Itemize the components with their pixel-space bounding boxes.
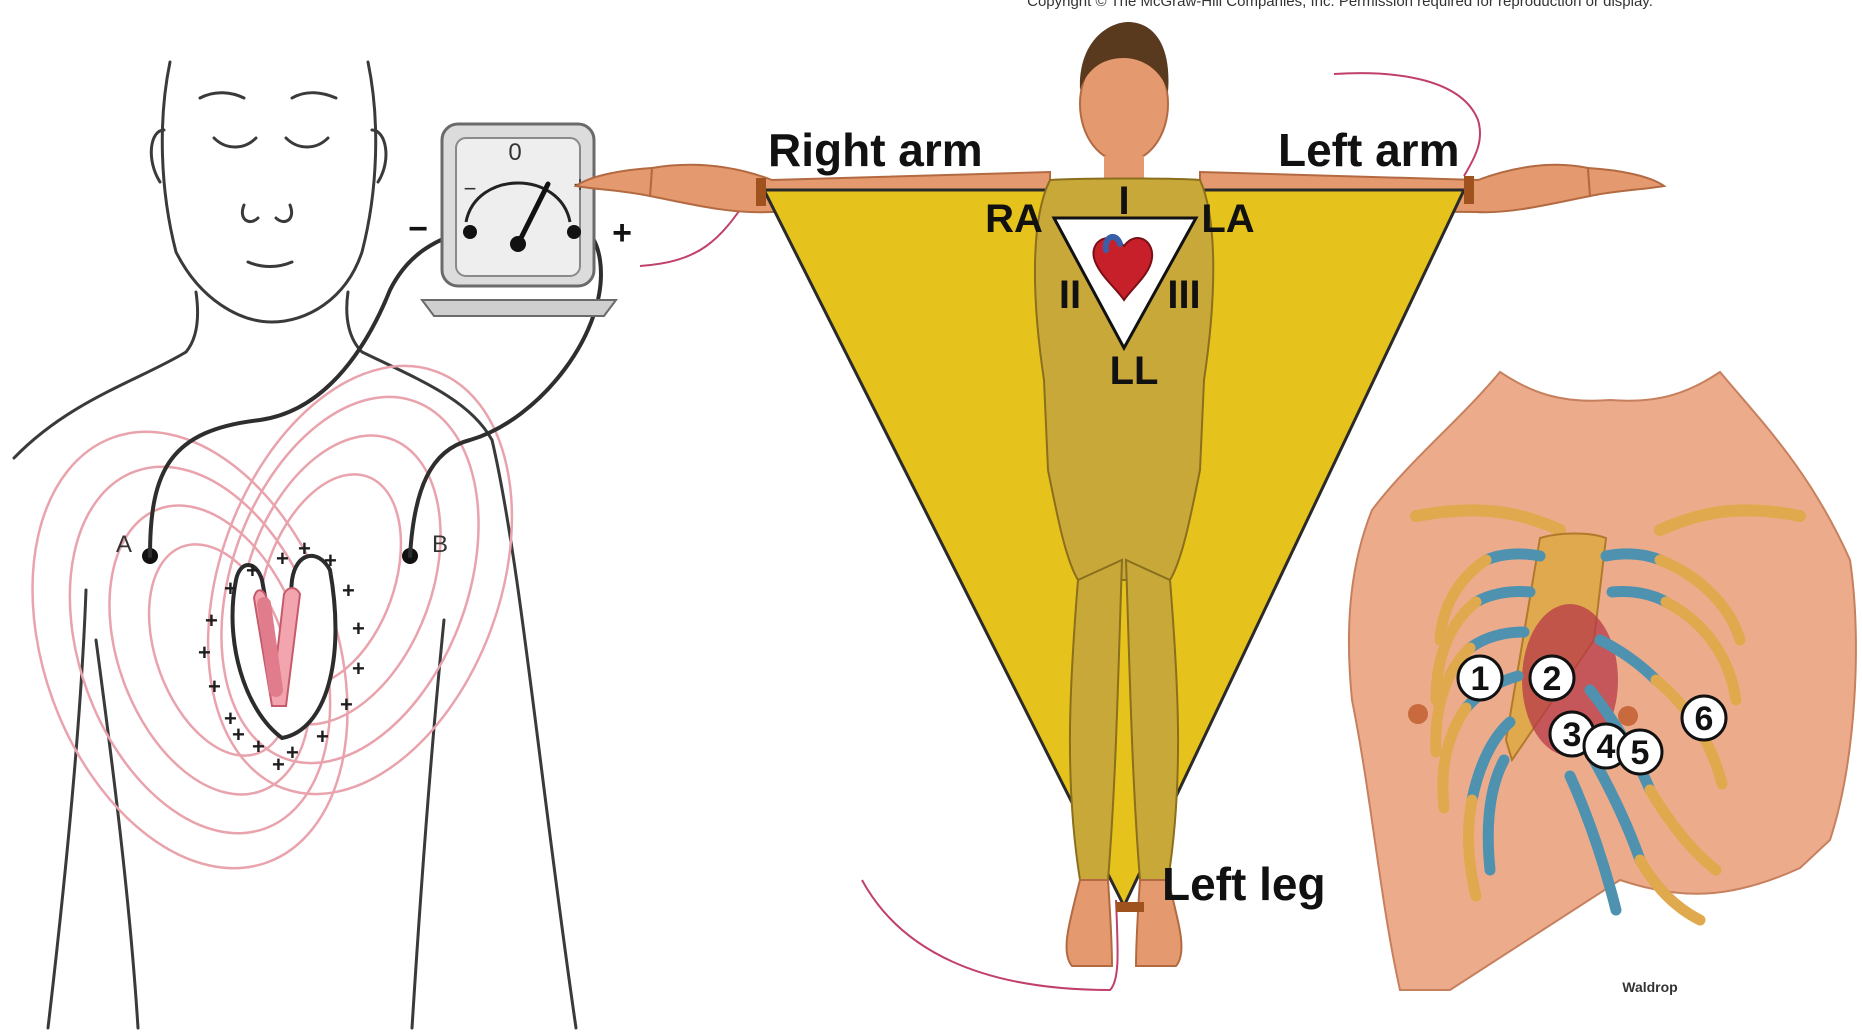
svg-text:+: + bbox=[340, 692, 353, 717]
electrode-a-label: A bbox=[116, 531, 132, 558]
svg-text:+: + bbox=[342, 578, 355, 603]
sketch-eyebrow-left bbox=[200, 93, 244, 98]
heart-dipole bbox=[233, 556, 336, 738]
left-arm-electrode bbox=[1464, 176, 1474, 204]
label-ll: LL bbox=[1110, 349, 1159, 393]
precordial-lead-v6: 6 bbox=[1682, 696, 1726, 740]
sketch-eyebrow-right bbox=[292, 93, 336, 98]
galvanometer-scale-minus: − bbox=[464, 176, 477, 201]
sketch-nose bbox=[242, 205, 291, 222]
terminal-minus-label: − bbox=[408, 210, 428, 248]
artist-signature: Waldrop bbox=[1622, 979, 1677, 995]
svg-text:+: + bbox=[246, 558, 259, 583]
precordial-lead-v1: 1 bbox=[1458, 656, 1502, 700]
precordial-lead-v4-label: 4 bbox=[1597, 728, 1616, 766]
label-lead-2: II bbox=[1059, 273, 1081, 317]
svg-text:+: + bbox=[352, 656, 365, 681]
svg-text:+: + bbox=[198, 640, 211, 665]
sketch-neck-left bbox=[14, 292, 198, 458]
precordial-lead-v5-label: 5 bbox=[1631, 734, 1650, 772]
svg-text:+: + bbox=[224, 576, 237, 601]
precordial-lead-v5: 5 bbox=[1618, 730, 1662, 774]
svg-text:+: + bbox=[208, 674, 221, 699]
precordial-lead-v3-label: 3 bbox=[1563, 716, 1582, 754]
svg-text:+: + bbox=[298, 536, 311, 561]
galvanometer-scale-zero: 0 bbox=[508, 139, 521, 166]
svg-text:+: + bbox=[352, 616, 365, 641]
svg-text:+: + bbox=[286, 740, 299, 765]
right-arm-electrode bbox=[756, 178, 766, 206]
precordial-lead-v2-label: 2 bbox=[1543, 660, 1562, 698]
svg-text:+: + bbox=[272, 752, 285, 777]
nipple-left bbox=[1618, 706, 1638, 726]
terminal-plus-label: + bbox=[612, 214, 632, 252]
left-leg-electrode bbox=[1116, 902, 1144, 912]
dipole-sketch-panel: +++ +++ +++ +++ +++ +++ A B 0 − + bbox=[0, 62, 632, 1028]
galvanometer: 0 − + bbox=[422, 124, 616, 316]
svg-text:+: + bbox=[276, 546, 289, 571]
label-left-leg: Left leg bbox=[1162, 858, 1326, 910]
svg-text:+: + bbox=[205, 608, 218, 633]
svg-text:+: + bbox=[316, 724, 329, 749]
precordial-lead-v1-label: 1 bbox=[1471, 660, 1490, 698]
precordial-lead-v2: 2 bbox=[1530, 656, 1574, 700]
svg-text:+: + bbox=[324, 548, 337, 573]
label-ra: RA bbox=[985, 197, 1043, 241]
label-right-arm: Right arm bbox=[768, 124, 983, 176]
sketch-eye-left bbox=[214, 138, 256, 147]
copyright-notice: Copyright © The McGraw-Hill Companies, I… bbox=[1027, 0, 1653, 10]
precordial-lead-v6-label: 6 bbox=[1695, 700, 1714, 738]
svg-text:+: + bbox=[252, 734, 265, 759]
label-left-arm: Left arm bbox=[1278, 124, 1459, 176]
sketch-mouth bbox=[248, 262, 292, 267]
sketch-eye-right bbox=[286, 138, 328, 147]
svg-text:+: + bbox=[232, 722, 245, 747]
sketch-head-outline bbox=[162, 62, 375, 322]
left-hand bbox=[1588, 168, 1664, 196]
label-lead-3: III bbox=[1167, 273, 1200, 317]
label-lead-1: I bbox=[1118, 179, 1129, 223]
sketch-torso-right bbox=[412, 620, 444, 1028]
sketch-arm-right bbox=[492, 440, 576, 1028]
label-la: LA bbox=[1201, 197, 1254, 241]
sketch-arm-left bbox=[48, 590, 86, 1028]
man-foot-right bbox=[1067, 880, 1112, 966]
precordial-panel: 1 2 3 4 5 6 Waldrop bbox=[1349, 372, 1856, 995]
electrode-b-label: B bbox=[432, 531, 448, 558]
nipple-right bbox=[1408, 704, 1428, 724]
